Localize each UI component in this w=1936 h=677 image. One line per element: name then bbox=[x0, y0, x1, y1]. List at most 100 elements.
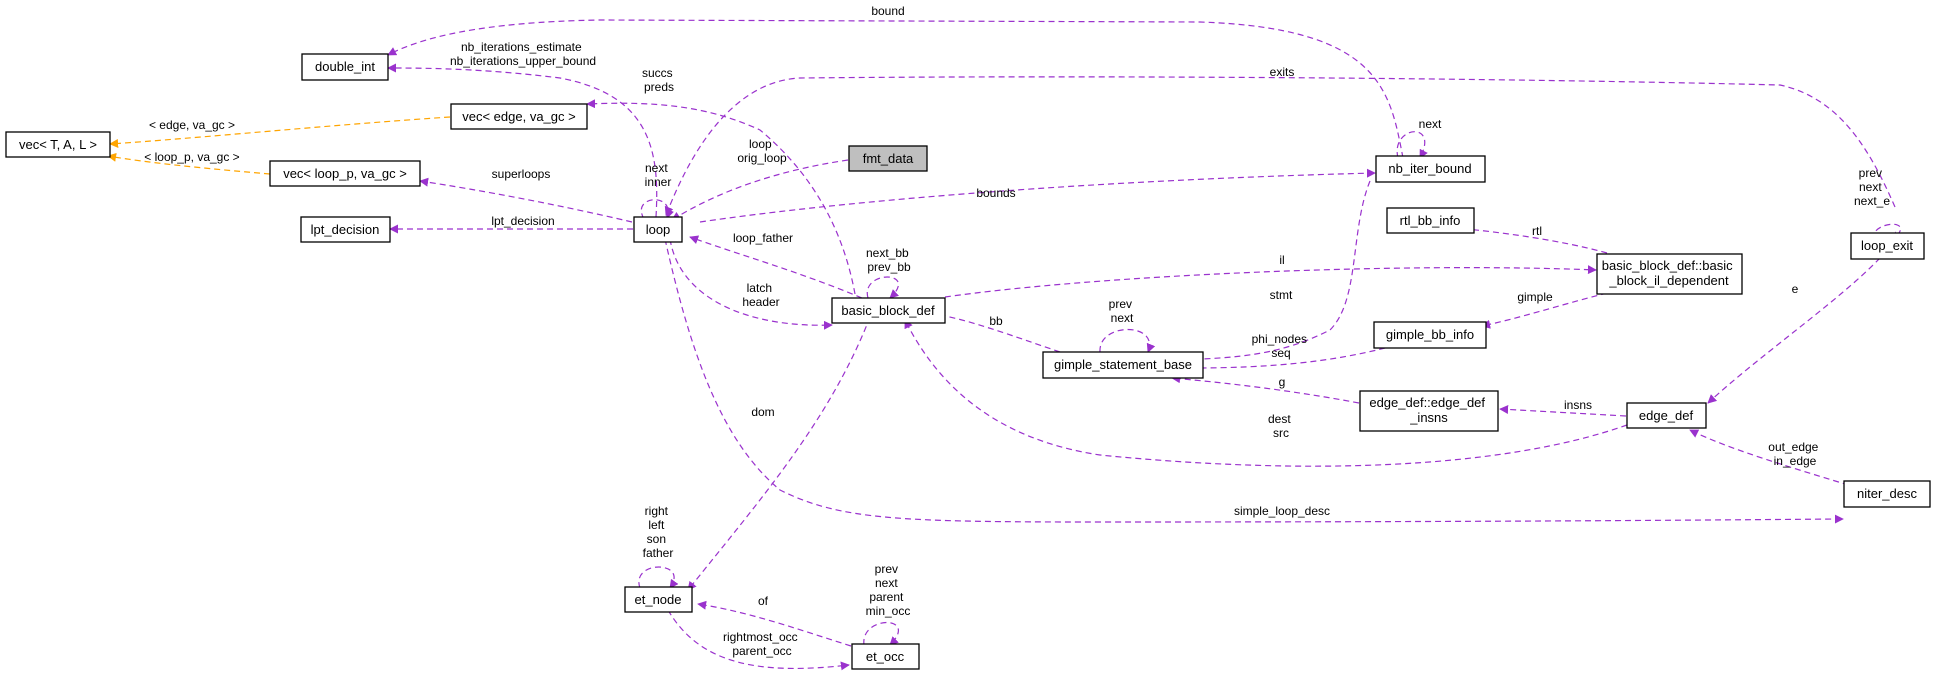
edge-latch-header bbox=[669, 238, 833, 330]
edge-nb-iter-self bbox=[1396, 131, 1428, 159]
node-label: basic_block_def::basic _block_il_depende… bbox=[1602, 258, 1736, 288]
node-label: basic_block_def bbox=[841, 303, 935, 318]
node-vec-loop-p[interactable]: vec< loop_p, va_gc > bbox=[269, 160, 421, 187]
nodes: vec< T, A, L > double_int vec< edge, va_… bbox=[5, 53, 1931, 670]
edge-out-in bbox=[1689, 429, 1859, 489]
node-label: vec< loop_p, va_gc > bbox=[283, 166, 407, 181]
edge-g bbox=[1171, 374, 1360, 404]
label-nb-iterations: nb_iterations_estimate nb_iterations_upp… bbox=[450, 40, 596, 68]
label-bounds: bounds bbox=[976, 186, 1015, 200]
label-insns: insns bbox=[1564, 398, 1592, 412]
node-vec-t-a-l[interactable]: vec< T, A, L > bbox=[5, 131, 111, 158]
label-latch-header: latch header bbox=[742, 281, 779, 309]
edge-il bbox=[944, 265, 1597, 298]
edge-e bbox=[1707, 257, 1881, 404]
node-label: fmt_data bbox=[863, 151, 914, 166]
node-basic-block-def[interactable]: basic_block_def bbox=[831, 297, 946, 324]
edge-bb bbox=[934, 310, 1061, 353]
label-loop-orig: loop orig_loop bbox=[737, 137, 787, 165]
node-fmt-data[interactable]: fmt_data bbox=[848, 145, 928, 172]
node-label: edge_def bbox=[1639, 408, 1694, 423]
edge-bound bbox=[387, 19, 1404, 159]
node-gimple-statement-base[interactable]: gimple_statement_base bbox=[1042, 351, 1204, 379]
node-label: loop_exit bbox=[1861, 238, 1913, 253]
edge-bb-self bbox=[866, 276, 899, 299]
label-g: g bbox=[1279, 375, 1286, 389]
label-dom: dom bbox=[751, 405, 774, 419]
edge-simple-loop-desc bbox=[664, 238, 1844, 524]
node-label: et_node bbox=[635, 592, 682, 607]
edge-bounds bbox=[699, 168, 1376, 223]
edge-gimple-self bbox=[1099, 328, 1156, 353]
node-label: gimple_bb_info bbox=[1386, 327, 1474, 342]
node-label: nb_iter_bound bbox=[1388, 161, 1471, 176]
label-gimple-prev-next: prev next bbox=[1109, 297, 1136, 325]
node-vec-edge[interactable]: vec< edge, va_gc > bbox=[450, 103, 588, 130]
label-nb-next: next bbox=[1419, 117, 1442, 131]
label-loop-father: loop_father bbox=[733, 231, 793, 245]
edge-exits bbox=[664, 76, 1896, 216]
node-basic-block-il-dependent[interactable]: basic_block_def::basic _block_il_depende… bbox=[1596, 253, 1743, 295]
label-loop-exit-self: prev next next_e bbox=[1854, 166, 1890, 208]
node-edge-def[interactable]: edge_def bbox=[1626, 402, 1707, 429]
node-edge-def-insns[interactable]: edge_def::edge_def _insns bbox=[1359, 390, 1499, 432]
label-exits: exits bbox=[1270, 65, 1295, 79]
node-loop[interactable]: loop bbox=[633, 216, 683, 243]
edge-nb-iterations bbox=[387, 63, 658, 218]
edges bbox=[107, 19, 1902, 671]
node-double-int[interactable]: double_int bbox=[301, 53, 389, 81]
label-stmt: stmt bbox=[1270, 288, 1293, 302]
label-succs-preds: succs preds bbox=[642, 66, 676, 94]
label-out-in-edge: out_edge in_edge bbox=[1768, 440, 1821, 468]
label-e: e bbox=[1792, 282, 1799, 296]
label-lpt-decision: lpt_decision bbox=[491, 214, 554, 228]
node-nb-iter-bound[interactable]: nb_iter_bound bbox=[1375, 155, 1486, 183]
node-loop-exit[interactable]: loop_exit bbox=[1850, 232, 1925, 260]
edge-loop-orig-loop bbox=[671, 159, 849, 221]
node-label: edge_def::edge_def _insns bbox=[1369, 395, 1488, 425]
node-label: niter_desc bbox=[1857, 486, 1917, 501]
node-label: lpt_decision bbox=[311, 222, 380, 237]
label-dest-src: dest src bbox=[1268, 412, 1294, 440]
node-rtl-bb-info[interactable]: rtl_bb_info bbox=[1386, 207, 1475, 234]
edge-insns bbox=[1499, 404, 1627, 417]
node-label: loop bbox=[646, 222, 671, 237]
label-bound: bound bbox=[871, 4, 904, 18]
edge-stmt bbox=[1174, 180, 1371, 365]
node-et-node[interactable]: et_node bbox=[624, 586, 693, 613]
label-et-occ-self: prev next parent min_occ bbox=[866, 562, 911, 618]
label-next-inner: next inner bbox=[645, 161, 672, 189]
label-rightmost-parent: rightmost_occ parent_occ bbox=[723, 630, 801, 658]
node-niter-desc[interactable]: niter_desc bbox=[1843, 480, 1931, 508]
edge-loop-father bbox=[689, 235, 863, 299]
node-label: vec< T, A, L > bbox=[19, 137, 97, 152]
label-vec-loop-tmpl: < loop_p, va_gc > bbox=[144, 150, 239, 164]
edge-et-occ-self bbox=[863, 621, 899, 646]
node-lpt-decision[interactable]: lpt_decision bbox=[300, 216, 391, 243]
edge-vec-loop-to-vec bbox=[107, 152, 271, 175]
node-et-occ[interactable]: et_occ bbox=[851, 643, 920, 670]
label-phi-seq: phi_nodes seq bbox=[1252, 332, 1311, 360]
label-bb: bb bbox=[989, 314, 1003, 328]
edge-loop-self bbox=[640, 199, 674, 220]
node-label: et_occ bbox=[866, 649, 905, 664]
label-of: of bbox=[758, 594, 769, 608]
edge-of bbox=[697, 600, 852, 647]
label-gimple: gimple bbox=[1517, 290, 1553, 304]
label-next-prev-bb: next_bb prev_bb bbox=[866, 246, 912, 274]
edge-rightmost-parent bbox=[667, 609, 850, 671]
edge-labels: bound nb_iterations_estimate nb_iteratio… bbox=[144, 4, 1890, 658]
label-il: il bbox=[1279, 253, 1284, 267]
edge-dest-src bbox=[904, 319, 1628, 467]
edge-vec-edge-to-vec bbox=[109, 116, 451, 148]
edge-phi-seq bbox=[1191, 347, 1386, 373]
node-label: gimple_statement_base bbox=[1054, 357, 1192, 372]
edge-et-node-self bbox=[638, 566, 679, 589]
label-rtl: rtl bbox=[1532, 224, 1542, 238]
edge-gimple bbox=[1481, 292, 1608, 329]
edge-succs-preds bbox=[586, 99, 856, 295]
label-et-node-self: right left son father bbox=[643, 504, 674, 560]
node-label: double_int bbox=[315, 59, 375, 74]
node-gimple-bb-info[interactable]: gimple_bb_info bbox=[1373, 321, 1487, 349]
